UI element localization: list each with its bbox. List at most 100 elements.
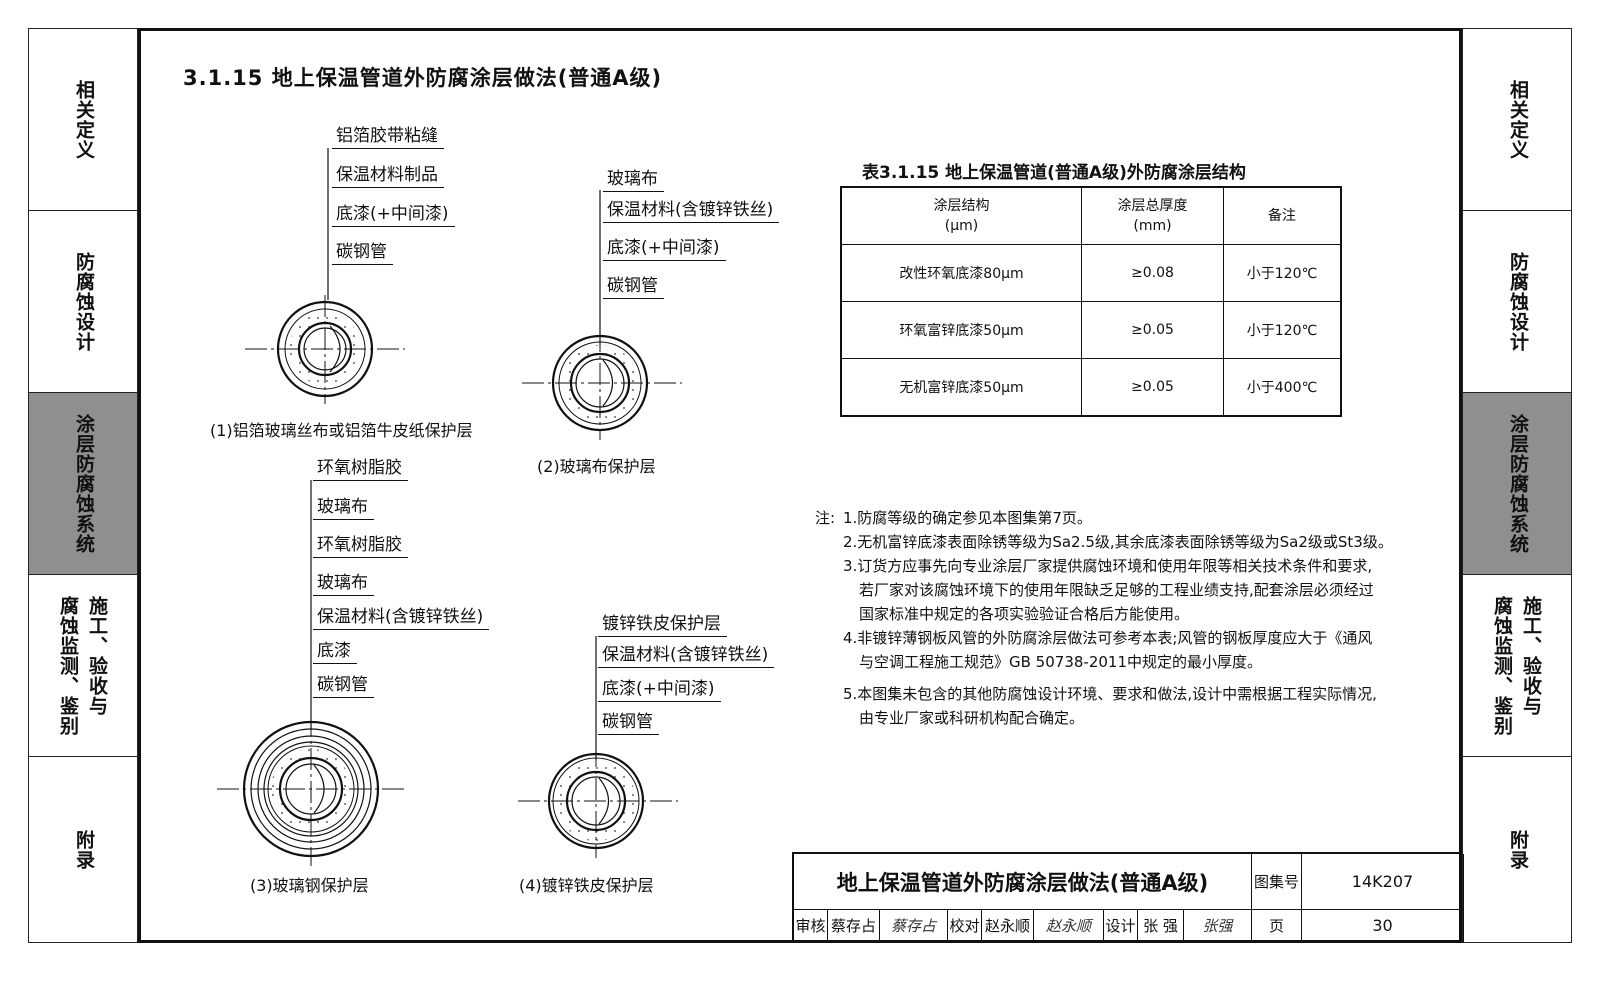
- diagram-3-label: 环氧树脂胶: [313, 459, 408, 481]
- header-line1: 涂层总厚度: [1117, 197, 1188, 214]
- checker-name: 赵永顺: [982, 909, 1034, 942]
- diagram-1-pipe-section: [245, 148, 405, 404]
- side-tab-label: 防腐蚀设计: [1506, 251, 1529, 352]
- table-cell: ≥0.08: [1081, 244, 1224, 302]
- diagram-3-pipe-section: [217, 480, 407, 866]
- diagram-2-label: 底漆(+中间漆): [603, 239, 726, 261]
- header-line1: 备注: [1268, 207, 1296, 224]
- table-row: 改性环氧底漆80μm ≥0.08 小于120℃: [840, 244, 1342, 302]
- table-cell: 环氧富锌底漆50μm: [840, 301, 1082, 359]
- table-row: 无机富锌底漆50μm ≥0.05 小于400℃: [840, 358, 1342, 417]
- diagram-2-label: 保温材料(含镀锌铁丝): [603, 201, 780, 223]
- side-tab-design[interactable]: 防腐蚀设计: [1463, 211, 1571, 393]
- table-header-cell: 备注: [1223, 186, 1342, 245]
- side-tab-coating-system[interactable]: 涂层防腐蚀系统: [29, 393, 137, 575]
- table-cell: 改性环氧底漆80μm: [840, 244, 1082, 302]
- design-label: 设计: [1104, 909, 1138, 942]
- diagram-4-pipe-section: [518, 636, 678, 858]
- side-tab-label-line1: 施工、验收与: [1520, 595, 1542, 716]
- side-tab-label: 附录: [1506, 829, 1529, 870]
- note-line: 3.订货方应事先向专业涂层厂家提供腐蚀环境和使用年限等相关技术条件和要求,: [843, 557, 1373, 575]
- table-header-cell: 涂层总厚度 (mm): [1081, 186, 1224, 245]
- header-line2: (μm): [944, 218, 979, 234]
- diagram-4-label: 底漆(+中间漆): [598, 680, 721, 702]
- side-tab-appendix[interactable]: 附录: [1463, 757, 1571, 942]
- diagram-1-label: 保温材料制品: [332, 166, 444, 188]
- notes-prefix: 注:: [815, 509, 836, 527]
- side-tab-label: 涂层防腐蚀系统: [72, 413, 95, 554]
- note-line: 若厂家对该腐蚀环境下的使用年限缺乏足够的工程业绩支持,配套涂层必须经过: [859, 581, 1374, 599]
- table-cell: 小于120℃: [1223, 244, 1342, 302]
- diagram-3-label: 玻璃布: [313, 498, 374, 520]
- page-title: 3.1.15 地上保温管道外防腐涂层做法(普通A级): [183, 66, 663, 90]
- table-cell: ≥0.05: [1081, 358, 1224, 417]
- diagram-3-label: 保温材料(含镀锌铁丝): [313, 608, 490, 630]
- note-line: 与空调工程施工规范》GB 50738-2011中规定的最小厚度。: [859, 653, 1262, 671]
- diagram-3-label: 碳钢管: [313, 676, 374, 698]
- title-block-divider: [794, 909, 1462, 910]
- drawing-frame: [138, 28, 1462, 943]
- side-tab-label: 相关定义: [72, 79, 95, 160]
- note-line: 4.非镀锌薄钢板风管的外防腐涂层做法可参考本表;风管的钢板厚度应大于《通风: [843, 629, 1373, 647]
- header-line2: (mm): [1133, 218, 1172, 234]
- title-block: 地上保温管道外防腐涂层做法(普通A级) 图集号 14K207 审核 蔡存占 蔡存…: [792, 852, 1464, 942]
- designer-signature: 张强: [1184, 909, 1252, 942]
- side-tab-definitions[interactable]: 相关定义: [1463, 29, 1571, 211]
- page-label: 页: [1252, 909, 1302, 942]
- checker-signature: 赵永顺: [1034, 909, 1104, 942]
- check-label: 校对: [948, 909, 982, 942]
- diagram-2-caption: (2)玻璃布保护层: [537, 457, 656, 476]
- designer-name: 张 强: [1138, 909, 1184, 942]
- diagram-3-label: 环氧树脂胶: [313, 536, 408, 558]
- page-number: 30: [1302, 909, 1464, 942]
- diagram-1-label: 碳钢管: [332, 243, 393, 265]
- note-line: 2.无机富锌底漆表面除锈等级为Sa2.5级,其余底漆表面除锈等级为Sa2级或St…: [843, 533, 1393, 551]
- coating-structure-table: 涂层结构 (μm) 涂层总厚度 (mm) 备注 改性环氧底漆80μm ≥0.08 小…: [840, 186, 1342, 417]
- side-tab-definitions[interactable]: 相关定义: [29, 29, 137, 211]
- diagram-4-label: 保温材料(含镀锌铁丝): [598, 646, 775, 668]
- side-tab-label: 涂层防腐蚀系统: [1506, 413, 1529, 554]
- diagram-2-label: 碳钢管: [603, 277, 664, 299]
- side-tab-appendix[interactable]: 附录: [29, 757, 137, 942]
- left-side-nav: 相关定义 防腐蚀设计 涂层防腐蚀系统 施工、验收与腐蚀监测、鉴别 附录: [28, 28, 138, 943]
- diagram-3-caption: (3)玻璃钢保护层: [250, 876, 369, 895]
- diagram-1-caption: (1)铝箔玻璃丝布或铝箔牛皮纸保护层: [210, 421, 473, 440]
- diagram-2-pipe-section: [522, 190, 682, 440]
- header-line1: 涂层结构: [933, 197, 990, 214]
- diagram-1-label: 底漆(+中间漆): [332, 205, 455, 227]
- side-tab-label: 相关定义: [1506, 79, 1529, 160]
- note-line: 5.本图集未包含的其他防腐蚀设计环境、要求和做法,设计中需根据工程实际情况,: [843, 685, 1377, 703]
- table-cell: 小于400℃: [1223, 358, 1342, 417]
- side-tab-construction[interactable]: 施工、验收与腐蚀监测、鉴别: [29, 575, 137, 757]
- side-tab-label: 防腐蚀设计: [72, 251, 95, 352]
- side-tab-design[interactable]: 防腐蚀设计: [29, 211, 137, 393]
- side-tab-label-line2: 腐蚀监测、鉴别: [1491, 595, 1513, 736]
- atlas-number: 14K207: [1302, 854, 1464, 909]
- drawing-title: 地上保温管道外防腐涂层做法(普通A级): [794, 854, 1252, 909]
- table-header-row: 涂层结构 (μm) 涂层总厚度 (mm) 备注: [840, 186, 1342, 245]
- table-cell: ≥0.05: [1081, 301, 1224, 359]
- table-title: 表3.1.15 地上保温管道(普通A级)外防腐涂层结构: [862, 163, 1246, 183]
- table-row: 环氧富锌底漆50μm ≥0.05 小于120℃: [840, 301, 1342, 359]
- table-cell: 小于120℃: [1223, 301, 1342, 359]
- note-line: 由专业厂家或科研机构配合确定。: [859, 709, 1085, 727]
- review-label: 审核: [794, 909, 828, 942]
- reviewer-signature: 蔡存占: [880, 909, 948, 942]
- side-tab-label-line2: 腐蚀监测、鉴别: [57, 595, 79, 736]
- diagram-3-label: 玻璃布: [313, 574, 374, 596]
- table-cell: 无机富锌底漆50μm: [840, 358, 1082, 417]
- diagram-3-label: 底漆: [313, 642, 357, 664]
- reviewer-name: 蔡存占: [828, 909, 880, 942]
- side-tab-construction[interactable]: 施工、验收与腐蚀监测、鉴别: [1463, 575, 1571, 757]
- diagram-4-label: 碳钢管: [598, 713, 659, 735]
- side-tab-label-line1: 施工、验收与: [86, 595, 108, 716]
- side-tab-label: 附录: [72, 829, 95, 870]
- diagram-2-label: 玻璃布: [603, 170, 664, 192]
- note-line: 国家标准中规定的各项实验验证合格后方能使用。: [859, 605, 1190, 623]
- diagram-4-caption: (4)镀锌铁皮保护层: [519, 876, 654, 895]
- table-header-cell: 涂层结构 (μm): [840, 186, 1082, 245]
- side-tab-coating-system[interactable]: 涂层防腐蚀系统: [1463, 393, 1571, 575]
- atlas-label: 图集号: [1252, 854, 1302, 909]
- diagram-1-label: 铝箔胶带粘缝: [332, 127, 444, 149]
